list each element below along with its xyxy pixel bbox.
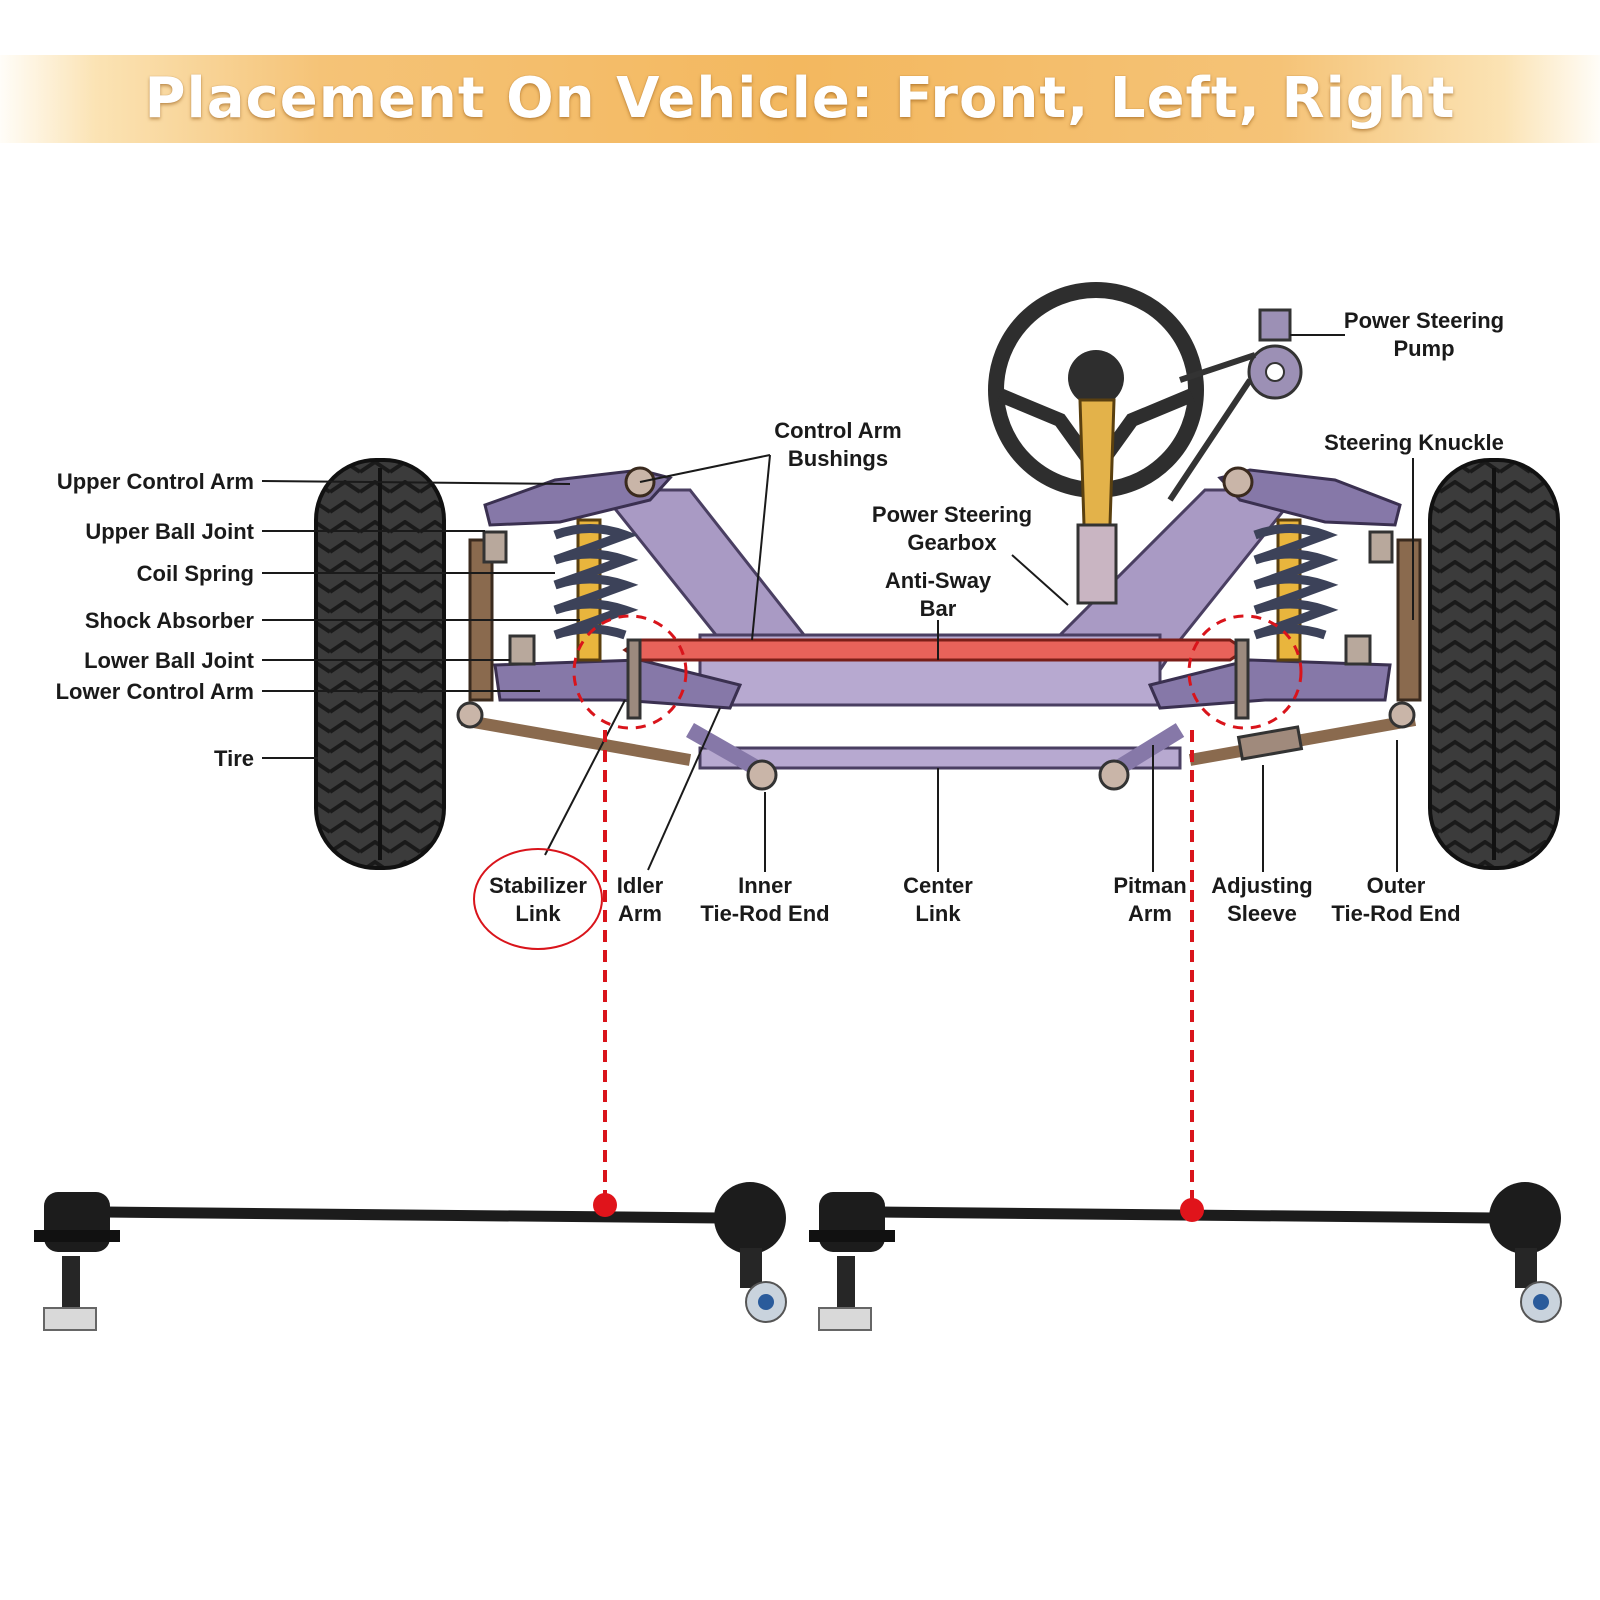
drop-point-right — [1180, 1198, 1204, 1222]
tie-rod-left — [460, 714, 692, 766]
upper-ball-joint-right — [1368, 530, 1394, 564]
label-anti-sway-bar-line1: Anti-Sway — [885, 568, 992, 593]
label-steering-knuckle: Steering Knuckle — [1324, 430, 1504, 455]
label-power-steering-pump-line2: Pump — [1393, 336, 1454, 361]
label-stabilizer-link-line2: Link — [515, 901, 561, 926]
idler-arm-part — [686, 723, 764, 777]
label-anti-sway-bar-line2: Bar — [920, 596, 957, 621]
tie-rod-right — [1188, 714, 1417, 766]
leader-lines — [261, 334, 1414, 872]
label-control-arm-bushings-line1: Control Arm — [774, 418, 902, 443]
label-coil-spring: Coil Spring — [137, 561, 254, 586]
upper-control-arm-left — [483, 468, 673, 527]
lower-ball-joint-right — [1344, 634, 1372, 666]
page-title: Placement On Vehicle: Front, Left, Right — [144, 66, 1456, 131]
center-link-part — [698, 746, 1182, 770]
stabilizer-link-product-left — [34, 1182, 787, 1331]
label-power-steering-gearbox-line2: Gearbox — [907, 530, 997, 555]
label-idler-arm-line2: Arm — [618, 901, 662, 926]
upper-ball-joint-left — [482, 530, 508, 564]
label-lower-ball-joint: Lower Ball Joint — [84, 648, 255, 673]
tire-left — [314, 458, 446, 870]
label-center-link-line2: Link — [915, 901, 961, 926]
pitman-arm-part — [1110, 723, 1185, 777]
stabilizer-link-highlight-oval — [473, 848, 603, 950]
outer-tie-rod-end-left — [456, 701, 484, 729]
coil-spring-left — [553, 524, 639, 640]
pitman-arm-joint — [1098, 759, 1130, 791]
highlight-circle-left — [572, 614, 688, 730]
label-control-arm-bushings-line2: Bushings — [788, 446, 888, 471]
label-upper-control-arm: Upper Control Arm — [57, 469, 254, 494]
highlight-circle-right — [1187, 614, 1303, 730]
label-outer-tie-rod-end-line1: Outer — [1367, 873, 1426, 898]
label-tire: Tire — [214, 746, 254, 771]
inner-tie-rod-end-part — [746, 759, 778, 791]
power-steering-pump-part — [1167, 308, 1303, 502]
anti-sway-bar — [622, 638, 1248, 662]
drop-point-left — [593, 1193, 617, 1217]
power-steering-gearbox-part — [1076, 523, 1118, 605]
label-shock-absorber: Shock Absorber — [85, 608, 255, 633]
steering-knuckle-right — [1396, 538, 1422, 702]
label-power-steering-pump-line1: Power Steering — [1344, 308, 1504, 333]
upper-control-arm-right — [1217, 468, 1402, 527]
tire-right — [1428, 458, 1560, 870]
label-adjusting-sleeve-line2: Sleeve — [1227, 901, 1297, 926]
outer-tie-rod-end-right — [1388, 701, 1416, 729]
label-pitman-arm-line2: Arm — [1128, 901, 1172, 926]
adjusting-sleeve-part — [1236, 725, 1304, 761]
lower-control-arm-right — [1147, 658, 1392, 710]
title-banner — [0, 55, 1600, 143]
label-inner-tie-rod-end-line1: Inner — [738, 873, 792, 898]
label-idler-arm-line1: Idler — [617, 873, 664, 898]
stabilizer-link-right-part — [1234, 638, 1250, 720]
label-adjusting-sleeve-line1: Adjusting — [1211, 873, 1312, 898]
label-pitman-arm-line1: Pitman — [1113, 873, 1186, 898]
label-lower-control-arm: Lower Control Arm — [56, 679, 254, 704]
label-inner-tie-rod-end-line2: Tie-Rod End — [700, 901, 829, 926]
control-arm-bushing-right — [1222, 466, 1254, 498]
label-power-steering-gearbox-line1: Power Steering — [872, 502, 1032, 527]
label-stabilizer-link-line1: Stabilizer — [489, 873, 587, 898]
label-outer-tie-rod-end-line2: Tie-Rod End — [1331, 901, 1460, 926]
lower-ball-joint-left — [508, 634, 536, 666]
stabilizer-link-left-part — [626, 638, 642, 720]
coil-spring-right — [1253, 524, 1339, 640]
label-center-link-line1: Center — [903, 873, 973, 898]
label-upper-ball-joint: Upper Ball Joint — [85, 519, 254, 544]
steering-column — [1078, 398, 1116, 527]
